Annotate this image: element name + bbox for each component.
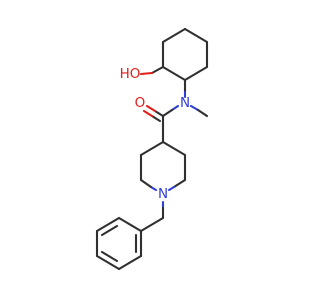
bond [117, 254, 143, 271]
bond-ch2-phenyl [139, 216, 165, 233]
bond [183, 27, 209, 44]
benzene-ring [95, 216, 143, 271]
bond [117, 216, 143, 233]
bond-carbonyl-double [142, 104, 165, 123]
bond [153, 109, 165, 118]
bond [161, 27, 187, 44]
bond [183, 65, 209, 82]
bond [167, 185, 176, 192]
bond [95, 254, 121, 271]
bond [145, 104, 157, 113]
atom-label-amide-nitrogen: N [180, 95, 190, 111]
bond [139, 178, 153, 189]
bond-n-carbonyl [161, 108, 174, 118]
atom-label-carbonyl-oxygen: O [135, 95, 146, 111]
atom-label-hydroxyl: HO [120, 66, 141, 82]
atom-label-piperidine-nitrogen: N [158, 186, 168, 202]
bond [161, 140, 187, 157]
bond [150, 114, 162, 123]
bond-inner [100, 224, 119, 237]
bond-n-methyl [196, 108, 209, 118]
bond [142, 109, 154, 118]
bond-n-carbonyl [170, 104, 180, 112]
bond [139, 140, 165, 157]
bond-n-methyl [189, 104, 200, 112]
structure-diagram: HO O N N [95, 27, 209, 271]
bond [172, 178, 187, 189]
piperidine-ring [139, 140, 187, 192]
cyclohexane-ring [161, 27, 209, 82]
bond-c-o-hydroxyl [150, 65, 165, 75]
bond [161, 65, 187, 82]
bond-c-o-hydroxyl [139, 71, 154, 76]
bond-inner [100, 250, 119, 263]
bond [95, 216, 121, 233]
